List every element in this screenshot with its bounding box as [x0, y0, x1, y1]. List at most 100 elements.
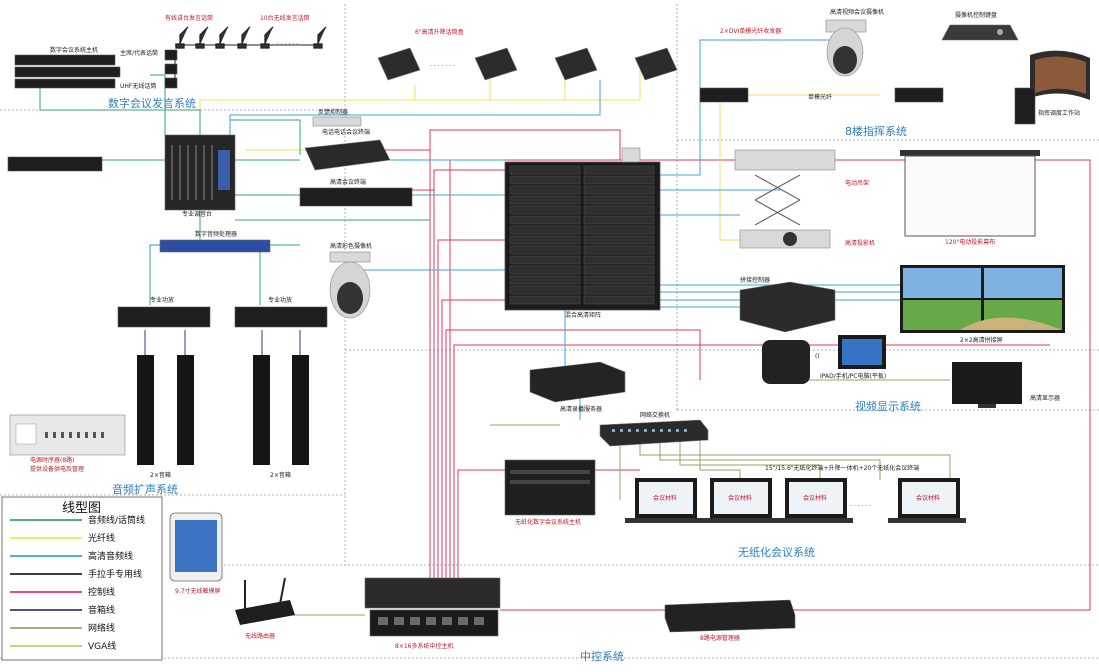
workstation-label: 指挥调度工作站: [1038, 109, 1080, 117]
matrix-card: [583, 265, 655, 275]
matrix-card: [509, 265, 581, 275]
curved-monitors[interactable]: [1030, 50, 1090, 100]
dvi-transceiver-2[interactable]: [894, 87, 944, 103]
ipad-device[interactable]: [169, 512, 223, 582]
legend-item-label: 手拉手专用线: [88, 568, 142, 580]
fiber-label: 单模光纤: [808, 93, 832, 101]
amplifier-2[interactable]: [234, 306, 328, 328]
central-label: 8×16多系统中控主机: [395, 642, 453, 650]
mic-top2-label: 10台无线发言话筒: [260, 14, 310, 22]
matrix-card: [509, 195, 581, 205]
mic-ellipsis: · · · · · ·: [277, 41, 298, 48]
system-audio: 音频扩声系统: [112, 482, 178, 496]
hd-video-terminal[interactable]: [299, 187, 413, 207]
power-manager[interactable]: [664, 599, 796, 633]
matrix-card: [509, 285, 581, 295]
keyboard-label: 摄像机控制键盘: [955, 11, 997, 19]
legend-item-label: 高清音频线: [88, 550, 133, 562]
central-controller[interactable]: [364, 577, 501, 637]
gooseneck-microphones[interactable]: [175, 26, 327, 49]
wireless-symbol: ((: [815, 353, 820, 360]
terminals-label: 15"/15.6"无纸化终端+升降一体机+20个无纸化会议终端: [765, 464, 919, 472]
matrix-card: [509, 295, 581, 305]
matrix-card: [509, 225, 581, 235]
workstation[interactable]: [1014, 87, 1036, 125]
matrix-card: [583, 195, 655, 205]
conference-host-label: 数字会议系统主机: [50, 46, 98, 54]
legend-item-label: 控制线: [88, 586, 115, 598]
matrix-label: 混合高清矩阵: [565, 311, 601, 319]
matrix-card: [583, 275, 655, 285]
devices: 数字会议系统主机 主席/代表话筒 UHF无线话筒 · · · · · · 有线讲…: [7, 8, 1090, 650]
paperless-screen-label-2: 会议材料: [728, 494, 752, 502]
matrix-card: [509, 165, 581, 175]
hd-camera-label: 高清彩色摄像机: [330, 242, 372, 250]
splicer-label: 拼接控制器: [740, 276, 770, 284]
paperless-terminals[interactable]: [625, 478, 966, 523]
matrix-card: [583, 295, 655, 305]
feedback-suppressor[interactable]: [312, 116, 362, 127]
tel-conf-terminal[interactable]: [304, 139, 391, 171]
hd-camera[interactable]: [329, 251, 371, 319]
network-switch[interactable]: [599, 419, 709, 447]
tablet-mini[interactable]: [838, 335, 886, 369]
lift-boxes[interactable]: [377, 47, 678, 81]
video-wall-label: 2×2高清拼接屏: [960, 336, 1003, 344]
legend-item-label: 网络线: [88, 622, 115, 634]
speaker2-label: 2×音箱: [270, 471, 291, 479]
timer-label: 电源时序器(8路): [30, 456, 75, 464]
recorder[interactable]: [529, 361, 626, 403]
mixer-label: 专业调音台: [182, 210, 212, 218]
system-conference: 数字会议发言系统: [108, 96, 196, 110]
matrix-card: [509, 185, 581, 195]
splicer-controller[interactable]: [739, 281, 836, 333]
legend-item-label: 音频线/话筒线: [88, 514, 145, 526]
projection-screen[interactable]: [900, 150, 1040, 237]
power-timer[interactable]: [9, 414, 126, 456]
paperless-screen-label-1: 会议材料: [653, 494, 677, 502]
paperless-screen-label-3: 会议材料: [803, 494, 827, 502]
column-speakers[interactable]: [137, 355, 309, 465]
matrix-card: [583, 165, 655, 175]
amp1-label: 专业功放: [150, 296, 174, 304]
wireless-box[interactable]: [762, 340, 810, 384]
paperless-host[interactable]: [504, 459, 596, 516]
timer-sub-label: 提供设备供电及管理: [30, 465, 84, 473]
small-rack[interactable]: [7, 156, 103, 172]
matrix-controller[interactable]: [621, 147, 641, 163]
projector-label: 高清投影机: [845, 239, 875, 247]
uhf-receivers[interactable]: [164, 49, 178, 89]
matrix-card: [583, 225, 655, 235]
system-paperless: 无纸化会议系统: [738, 545, 815, 559]
wireless-router[interactable]: [235, 577, 295, 625]
matrix-card: [509, 255, 581, 265]
legend-item-label: 音箱线: [88, 604, 115, 616]
camera-keyboard[interactable]: [941, 24, 1019, 41]
mixer[interactable]: [164, 134, 236, 211]
legend-item-label: VGA线: [88, 640, 116, 652]
monitor-label: 高清显示器: [1030, 394, 1060, 402]
video-wall[interactable]: [900, 265, 1065, 333]
system-labels: 数字会议发言系统 8楼指挥系统 视频显示系统 音频扩声系统 无纸化会议系统 中控…: [108, 96, 921, 663]
ipad-label: IPAD/手机/PC电脑(平板): [820, 372, 886, 380]
matrix-card: [509, 175, 581, 185]
conference-host[interactable]: [14, 54, 121, 89]
legend-item-label: 光纤线: [88, 532, 115, 544]
dsp[interactable]: [159, 239, 271, 253]
router-label: 无线路由器: [245, 632, 275, 640]
matrix[interactable]: [504, 161, 661, 311]
matrix-card: [583, 235, 655, 245]
amplifier-1[interactable]: [117, 306, 211, 328]
projector-lift[interactable]: [734, 149, 836, 249]
matrix-card: [509, 235, 581, 245]
ipad-caption: 9.7寸无线触摸屏: [175, 587, 221, 595]
switch-label: 网络交换机: [640, 411, 670, 419]
matrix-card: [583, 285, 655, 295]
dvi-transceiver-1[interactable]: [699, 87, 749, 103]
ptz-camera-top[interactable]: [825, 19, 867, 77]
chairman-mic-label: 主席/代表话筒: [120, 49, 158, 57]
monitor[interactable]: [952, 362, 1022, 408]
system-control: 中控系统: [580, 649, 624, 663]
